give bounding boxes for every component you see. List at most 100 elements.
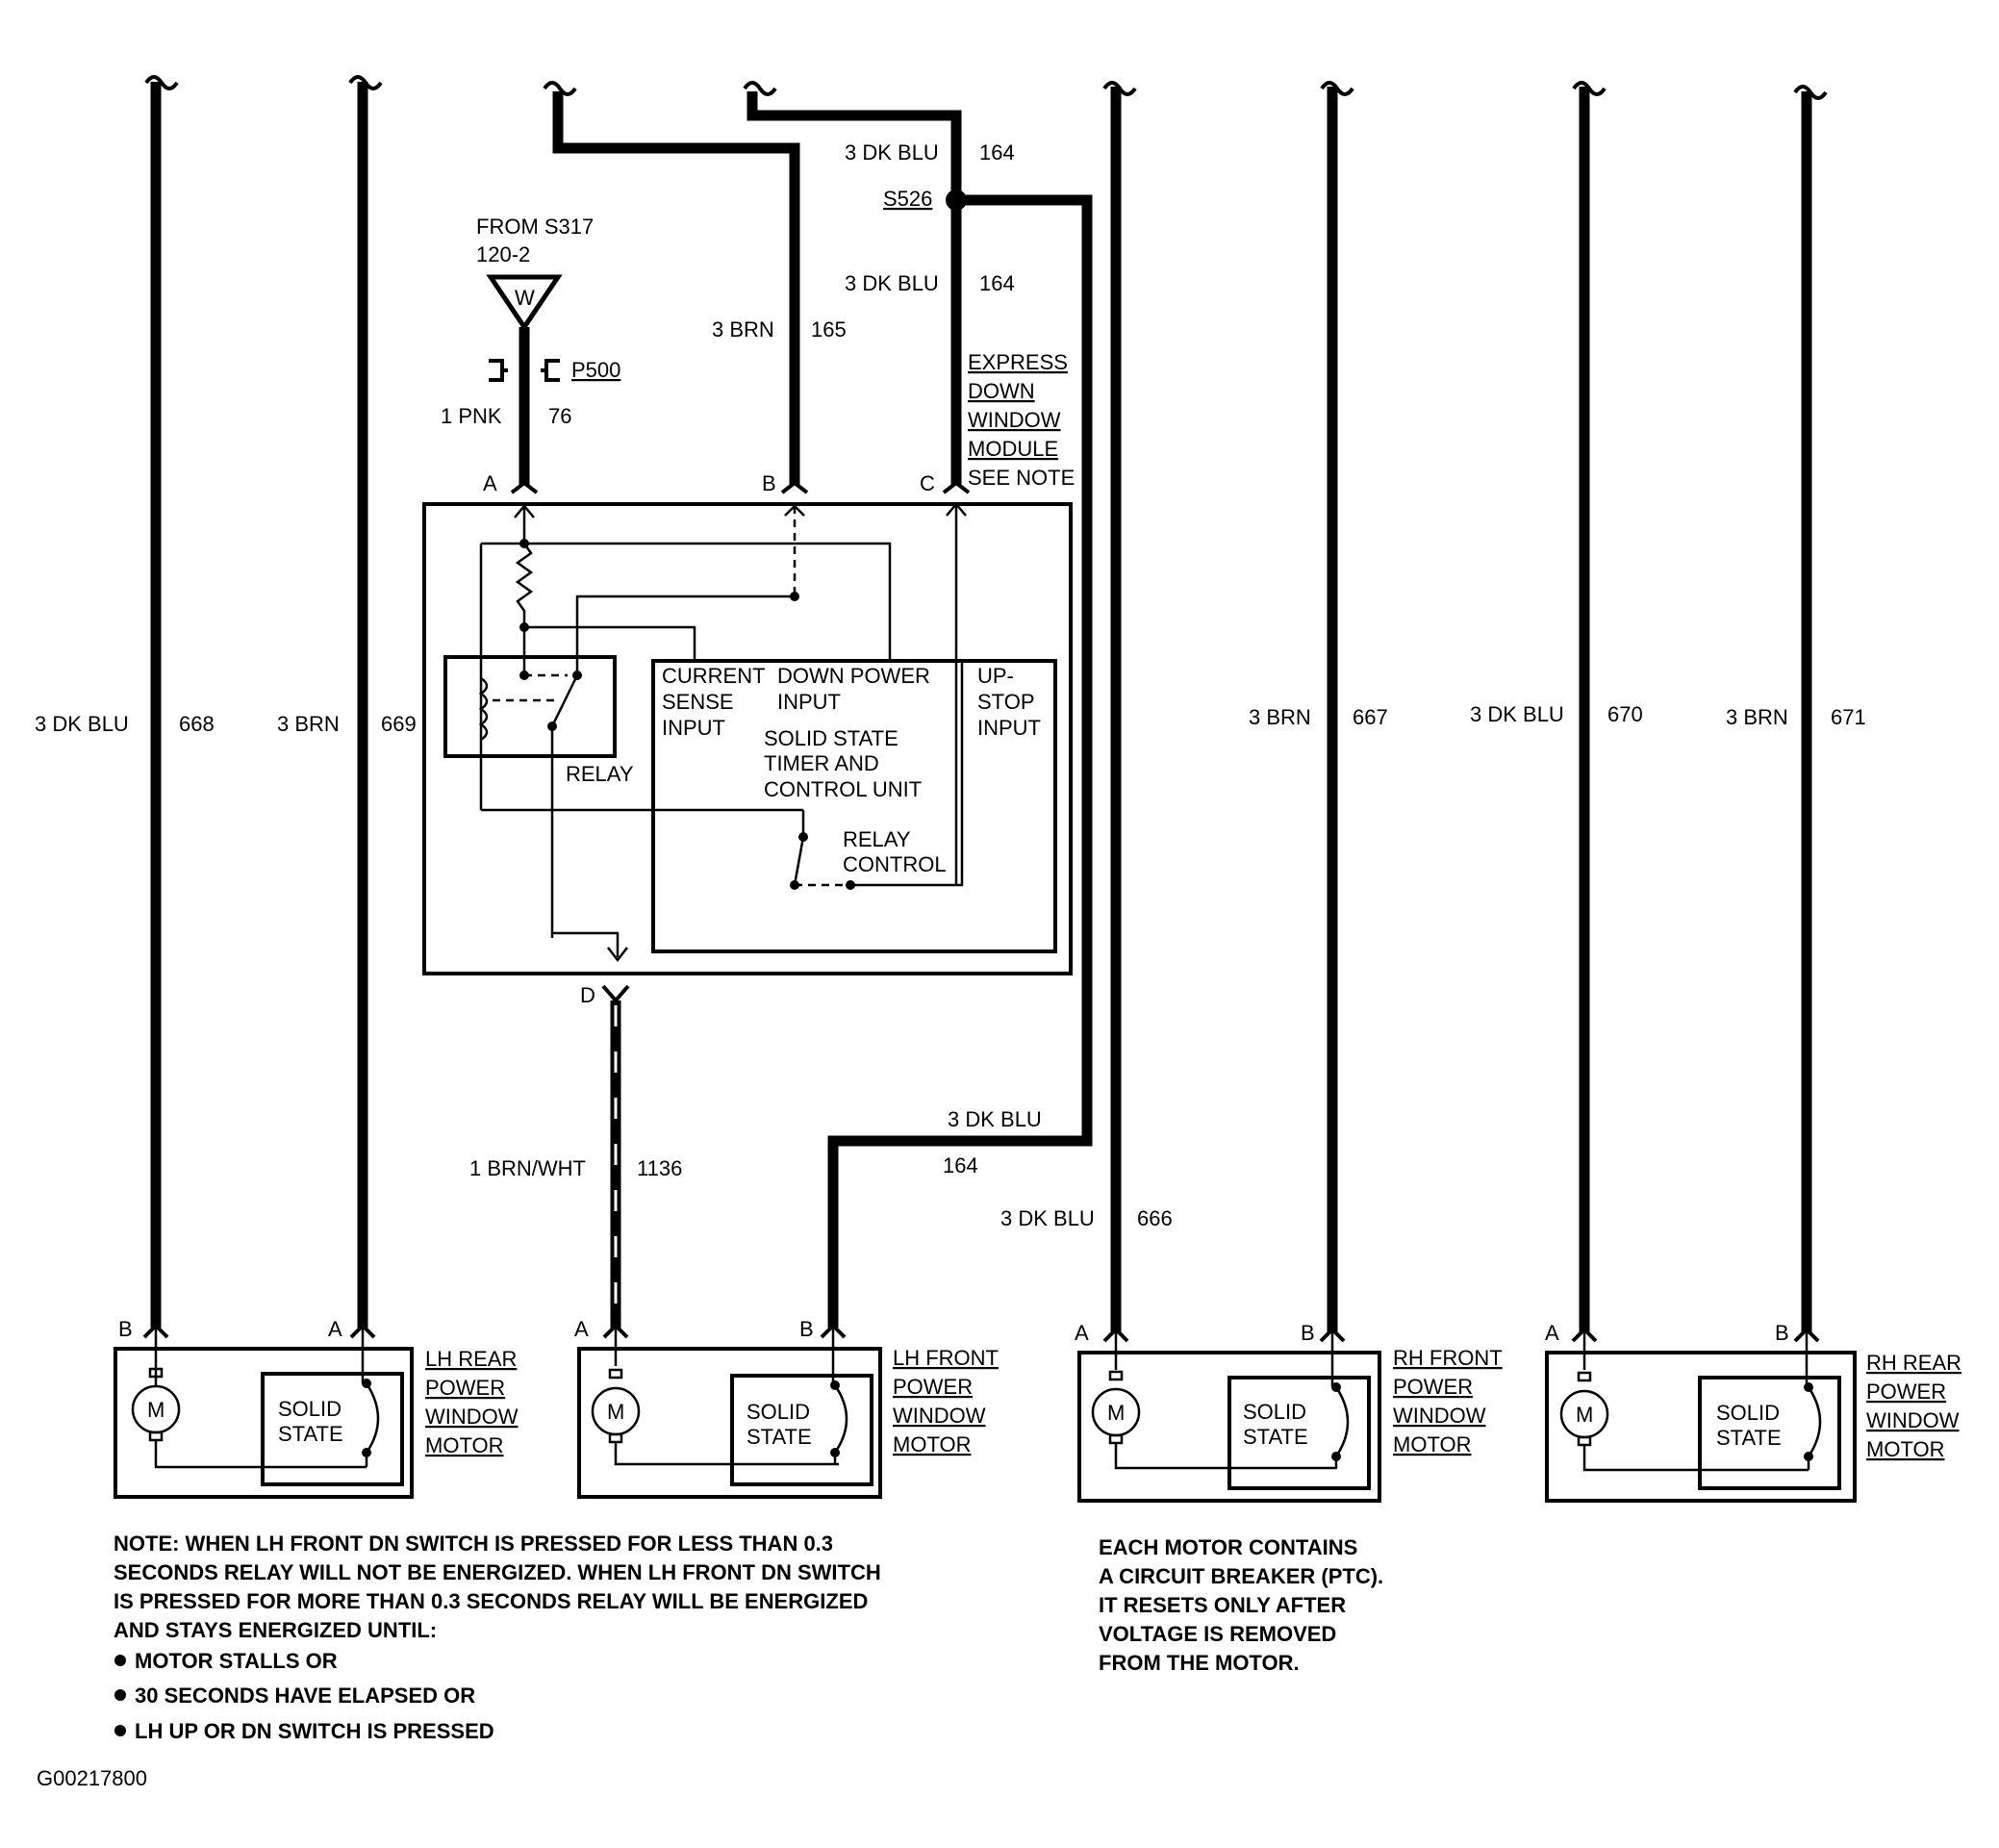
s526-label: S526 bbox=[883, 187, 932, 211]
pin-d-break bbox=[601, 984, 630, 1004]
motor-rh-front-symbol: M bbox=[1107, 1401, 1125, 1425]
breaker-note-line-1: EACH MOTOR CONTAINS bbox=[1099, 1535, 1357, 1559]
wire-break-symbols bbox=[144, 75, 1828, 100]
motor-lh-rear-name-2: POWER bbox=[425, 1376, 505, 1400]
motor-rh-front-name-4: MOTOR bbox=[1393, 1432, 1471, 1456]
wire-670-color: 3 DK BLU bbox=[1470, 702, 1564, 726]
motor-lh-front-pin-right: B bbox=[799, 1317, 814, 1341]
module-title-line-1: EXPRESS bbox=[968, 350, 1068, 374]
note-line-4: AND STAYS ENERGIZED UNTIL: bbox=[114, 1618, 437, 1642]
module-title-line-4: MODULE bbox=[968, 437, 1058, 461]
wire-671-color: 3 BRN bbox=[1726, 705, 1788, 729]
relay-control-line-2: CONTROL bbox=[843, 852, 947, 876]
motor-rh-rear-name-1: RH REAR bbox=[1866, 1351, 1961, 1375]
wire-164-top-circuit: 164 bbox=[979, 140, 1015, 165]
wire-labels: 3 DK BLU 668 3 BRN 669 1 PNK 76 3 BRN 16… bbox=[35, 140, 1866, 1230]
motor-lh-rear-name-1: LH REAR bbox=[425, 1347, 517, 1371]
motor-rh-rear-name-4: MOTOR bbox=[1866, 1437, 1944, 1461]
wire-668-color: 3 DK BLU bbox=[35, 712, 129, 736]
motor-lh-front-ss-2: STATE bbox=[746, 1425, 812, 1449]
breaker-note-line-4: VOLTAGE IS REMOVED bbox=[1099, 1622, 1336, 1646]
timer-line-1: SOLID STATE bbox=[764, 726, 898, 750]
motor-rh-front-name-2: POWER bbox=[1393, 1375, 1473, 1399]
bullet-1-dot bbox=[114, 1655, 126, 1666]
bullet-1: MOTOR STALLS OR bbox=[135, 1649, 338, 1673]
wire-165-circuit: 165 bbox=[811, 317, 847, 342]
express-down-window-module bbox=[422, 480, 1073, 975]
pin-d-label: D bbox=[580, 983, 595, 1007]
relay-control-line-1: RELAY bbox=[843, 827, 911, 851]
wire-164-mid-color: 3 DK BLU bbox=[845, 271, 939, 295]
up-stop-line-3: INPUT bbox=[977, 716, 1041, 740]
wire-164-top-color: 3 DK BLU bbox=[845, 140, 939, 165]
ground-w-symbol bbox=[486, 274, 563, 332]
wire-669-circuit: 669 bbox=[381, 712, 417, 736]
breaker-note-line-3: IT RESETS ONLY AFTER bbox=[1099, 1593, 1346, 1617]
wire-164-low-circuit: 164 bbox=[943, 1153, 978, 1177]
up-stop-line-2: STOP bbox=[977, 690, 1035, 714]
p500-label: P500 bbox=[571, 358, 620, 382]
wire-164-low-color: 3 DK BLU bbox=[948, 1107, 1042, 1131]
motor-lh-rear-ss-2: STATE bbox=[278, 1422, 343, 1446]
wire-667-circuit: 667 bbox=[1353, 705, 1388, 729]
down-power-line-1: DOWN POWER bbox=[777, 664, 930, 688]
source-labels: FROM S317 120-2 W P500 S526 bbox=[476, 187, 932, 382]
motor-rh-rear-symbol: M bbox=[1576, 1403, 1593, 1427]
bullet-3-dot bbox=[114, 1725, 126, 1736]
wire-667-color: 3 BRN bbox=[1249, 705, 1311, 729]
from-s317-ref: 120-2 bbox=[476, 242, 530, 266]
motor-lh-front-name-1: LH FRONT bbox=[893, 1346, 999, 1370]
motor-lh-front bbox=[577, 1323, 882, 1499]
breaker-note-line-2: A CIRCUIT BREAKER (PTC). bbox=[1099, 1564, 1383, 1588]
module-title-line-2: DOWN bbox=[968, 379, 1035, 403]
breaker-note-line-5: FROM THE MOTOR. bbox=[1099, 1651, 1300, 1675]
motor-rh-front-name-3: WINDOW bbox=[1393, 1404, 1486, 1428]
wire-670-circuit: 670 bbox=[1607, 702, 1643, 726]
wire-669-color: 3 BRN bbox=[277, 712, 340, 736]
bullet-3: LH UP OR DN SWITCH IS PRESSED bbox=[135, 1719, 494, 1743]
motor-lh-front-name-3: WINDOW bbox=[893, 1404, 986, 1428]
pin-c-label: C bbox=[920, 471, 935, 495]
wire-1136-top bbox=[552, 91, 800, 485]
pin-labels: A B C D bbox=[483, 471, 935, 1007]
module-title-line-3: WINDOW bbox=[968, 408, 1061, 432]
relay-label: RELAY bbox=[566, 762, 634, 786]
motor-rh-rear-pin-left: A bbox=[1545, 1321, 1559, 1345]
note-line-1: NOTE: WHEN LH FRONT DN SWITCH IS PRESSED… bbox=[114, 1532, 833, 1556]
motor-lh-front-name-2: POWER bbox=[893, 1375, 973, 1399]
motor-rh-front-ss-1: SOLID bbox=[1243, 1400, 1306, 1424]
wire-164-top bbox=[746, 91, 962, 485]
wire-165-color: 3 BRN bbox=[712, 317, 774, 342]
motor-lh-front-ss-1: SOLID bbox=[746, 1400, 810, 1424]
from-s317-label: FROM S317 bbox=[476, 215, 594, 239]
motor-rh-rear-ss-1: SOLID bbox=[1716, 1401, 1780, 1425]
wire-164-mid-circuit: 164 bbox=[979, 271, 1015, 295]
p500-connector-symbol bbox=[489, 359, 560, 382]
motor-rh-rear-name-2: POWER bbox=[1866, 1380, 1946, 1404]
down-power-line-2: INPUT bbox=[777, 690, 841, 714]
wire-1136-color: 1 BRN/WHT bbox=[469, 1156, 586, 1180]
motor-lh-rear-name-3: WINDOW bbox=[425, 1405, 519, 1429]
motor-lh-rear bbox=[114, 1323, 414, 1499]
motor-lh-rear-ss-1: SOLID bbox=[278, 1397, 342, 1421]
module-see-note: SEE NOTE bbox=[968, 466, 1075, 490]
bullet-2: 30 SECONDS HAVE ELAPSED OR bbox=[135, 1683, 475, 1708]
up-stop-line-1: UP- bbox=[977, 664, 1014, 688]
bullet-2-dot bbox=[114, 1689, 126, 1701]
wire-164-branch bbox=[827, 194, 1093, 1328]
motor-rh-rear-ss-2: STATE bbox=[1716, 1426, 1782, 1450]
current-sense-line-2: SENSE bbox=[662, 690, 734, 714]
wire-76-color: 1 PNK bbox=[441, 404, 502, 428]
motor-lh-rear-pin-right: A bbox=[328, 1317, 342, 1341]
wire-1136-circuit: 1136 bbox=[637, 1156, 682, 1180]
motor-rh-front-ss-2: STATE bbox=[1243, 1425, 1308, 1449]
module-labels: EXPRESS DOWN WINDOW MODULE SEE NOTE RELA… bbox=[566, 350, 1075, 876]
timer-line-2: TIMER AND bbox=[764, 751, 879, 775]
note-line-2: SECONDS RELAY WILL NOT BE ENERGIZED. WHE… bbox=[114, 1560, 881, 1584]
pin-a-label: A bbox=[483, 471, 497, 495]
motor-rh-rear-pin-right: B bbox=[1775, 1321, 1789, 1345]
wires bbox=[150, 82, 1812, 1332]
motor-lh-rear-name-4: MOTOR bbox=[425, 1433, 503, 1457]
motor-labels: B A M SOLID STATE LH REAR POWER WINDOW M… bbox=[118, 1317, 1961, 1461]
